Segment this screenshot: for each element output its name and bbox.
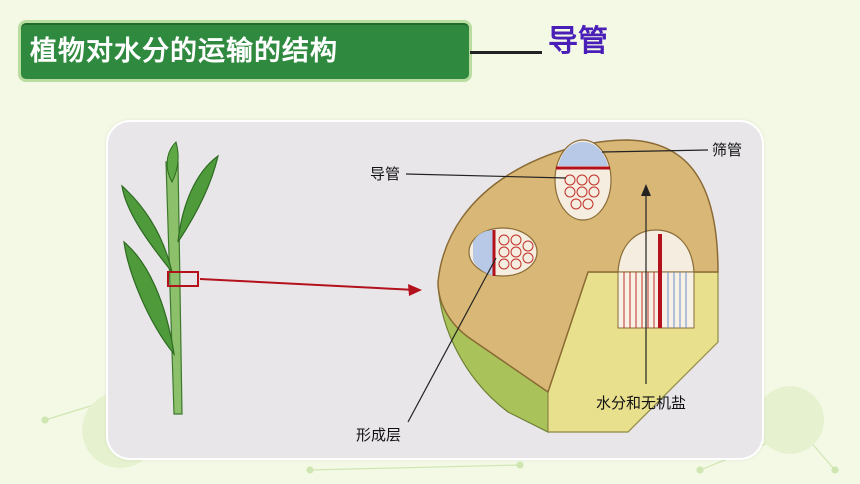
leader-lines bbox=[405, 149, 709, 423]
magnify-arrow bbox=[199, 278, 422, 296]
title-connector-line bbox=[470, 51, 542, 54]
label-xylem: 导管 bbox=[370, 165, 400, 183]
callout-label: 导管 bbox=[548, 24, 608, 59]
stem-diagram: 导管 筛管 形成层 水分和无机盐 bbox=[121, 139, 742, 444]
stem-cross-section bbox=[437, 139, 719, 433]
page-title: 植物对水分的运输的结构 bbox=[30, 36, 338, 67]
label-phloem: 筛管 bbox=[712, 141, 742, 159]
plant-illustration bbox=[121, 141, 219, 415]
title-banner bbox=[18, 20, 472, 82]
diagram-panel: 导管 筛管 形成层 水分和无机盐 bbox=[108, 122, 762, 458]
label-water-minerals: 水分和无机盐 bbox=[596, 394, 686, 412]
label-cambium: 形成层 bbox=[356, 426, 401, 444]
